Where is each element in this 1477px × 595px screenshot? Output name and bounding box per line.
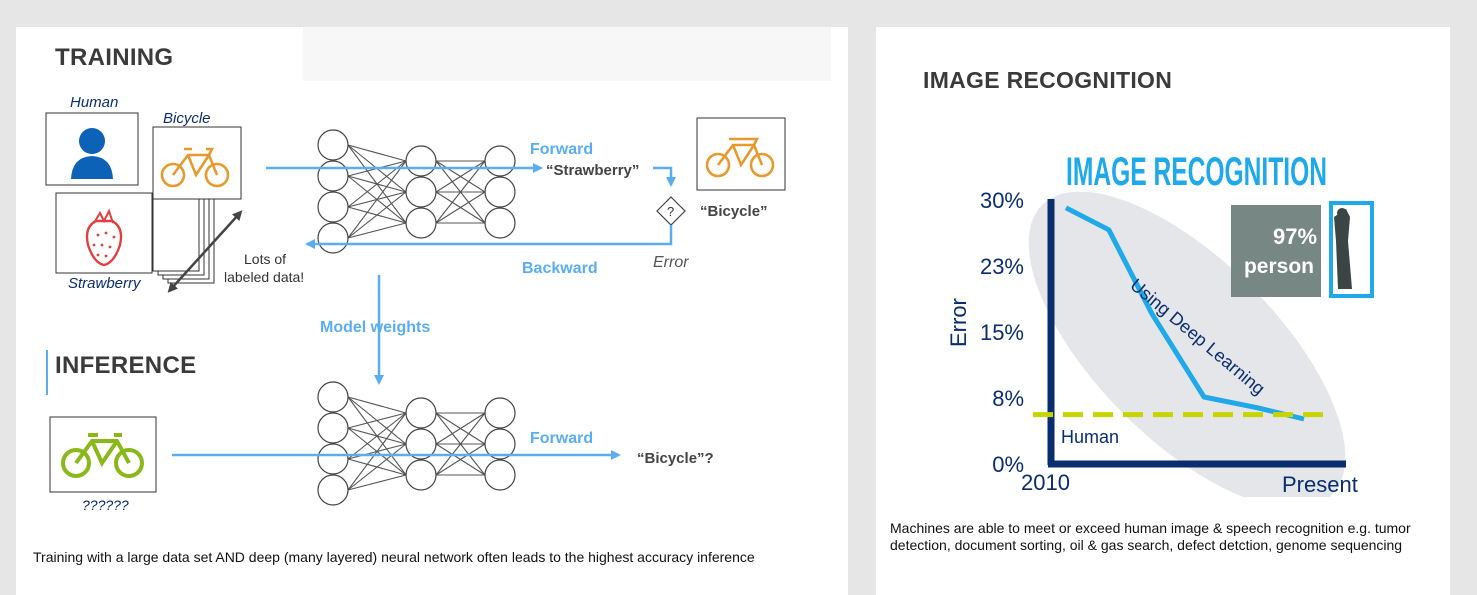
y-tick-label: 15% [980,320,1024,345]
background-band [303,27,831,81]
network-node [405,428,437,460]
network-node [317,443,349,475]
data-size-arrow [167,210,243,293]
network-edge [347,191,407,239]
detection-box [1329,201,1374,298]
strawberry-icon [85,208,123,267]
network-node [317,474,349,506]
x-label-start: 2010 [1021,470,1070,495]
inference-title: INFERENCE [55,352,197,379]
inference-output: “Bicycle”? [637,450,714,467]
network-node [484,145,516,177]
badge-percent: 97% [1273,224,1317,249]
network-node [405,207,437,239]
human-line-label: Human [1061,427,1119,447]
network-node [484,459,516,491]
compare-diamond: ? [656,196,686,226]
compare-arrow [653,166,676,187]
network-edge [347,412,407,491]
lots-line2: labeled data! [224,269,304,285]
inference-neural-network [317,381,516,506]
network-edge [347,160,407,239]
unknown-label: ?????? [82,497,129,513]
network-node [317,129,349,161]
network-node [484,428,516,460]
network-edge [347,144,407,162]
network-node [317,191,349,223]
backward-arrow [305,225,673,249]
y-axis-label: Error [946,298,971,347]
network-node [484,397,516,429]
network-node [317,412,349,444]
network-node [317,160,349,192]
strawberry-image-card [55,192,153,274]
network-edge [347,222,407,239]
network-node [405,145,437,177]
inference-image-card [49,416,157,493]
network-node [317,222,349,254]
network-edge [435,191,486,224]
x-label-end: Present [1282,472,1358,497]
truth-bicycle-icon [705,137,775,178]
y-tick-label: 0% [992,452,1024,477]
bicycle-image-card [152,126,242,200]
network-node [405,176,437,208]
left-caption: Training with a large data set AND deep … [33,549,755,565]
y-tick-label: 30% [980,188,1024,213]
inference-forward-label: Forward [530,430,593,447]
network-edge [435,412,486,445]
error-chart: IMAGE RECOGNITION 0% 8% 15% 23% 30% Error 20… [946,150,1374,497]
y-tick-label: 8% [992,386,1024,411]
network-edge [347,412,407,460]
bicycle-icon [160,147,230,188]
lots-line1: Lots of [244,251,286,267]
badge-label: person [1244,255,1314,278]
label-bicycle: Bicycle [163,110,211,127]
model-weights-label: Model weights [320,319,430,336]
label-strawberry: Strawberry [68,275,142,292]
person-detection-badge: 97% person [1231,201,1374,298]
network-edge [347,443,407,491]
truth-image-card [696,117,786,191]
chart-title: IMAGE RECOGNITION [1066,150,1327,194]
image-recognition-panel: IMAGE RECOGNITION IMAGE RECOGNITION 0% 8%… [876,27,1450,595]
network-edge [435,412,486,476]
y-tick-label: 23% [980,254,1024,279]
y-tick-labels: 0% 8% 15% 23% 30% [980,188,1024,477]
network-node [484,176,516,208]
network-node [405,397,437,429]
network-edge [347,412,407,429]
person-icon [71,128,113,179]
training-diagram: Human Bicycle Strawberry Lots of labeled… [45,27,831,513]
network-edge [435,443,486,476]
network-node [317,381,349,413]
network-edge [435,160,486,224]
green-bicycle-icon [61,433,144,478]
deep-learning-error-line [1064,205,1305,422]
human-image-card [45,112,139,186]
network-edge [347,396,407,414]
output-strawberry: “Strawberry” [546,162,639,179]
backward-label: Backward [522,260,598,277]
network-edge [347,474,407,491]
training-neural-network [317,129,516,254]
person-silhouette-icon [1334,209,1352,289]
image-recognition-section-title: IMAGE RECOGNITION [923,67,1173,93]
deep-learning-ellipse [1028,191,1346,497]
network-node [484,207,516,239]
network-edge [435,160,486,193]
chart-series [1033,205,1331,422]
training-title: TRAINING [55,44,174,71]
training-inference-panel: TRAINING INFERENCE [16,27,848,595]
right-caption: Machines are able to meet or exceed huma… [890,520,1411,553]
label-human: Human [70,94,118,111]
diamond-question: ? [667,204,674,219]
training-forward-label: Forward [530,141,593,158]
network-node [405,459,437,491]
truth-bicycle: “Bicycle” [700,203,768,220]
error-label: Error [653,254,689,271]
